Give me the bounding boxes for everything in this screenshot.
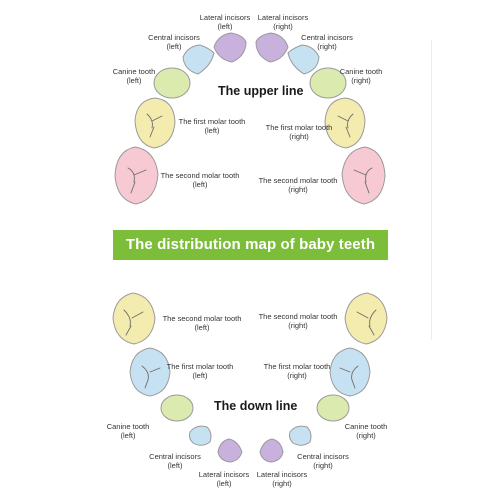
upper-central-incisor-right xyxy=(287,44,320,75)
upper-canine-left xyxy=(153,67,191,99)
lower-lateral-incisor-right xyxy=(259,438,284,463)
upper-second-molar-left xyxy=(114,146,159,205)
upper-central-right-label: Central incisors(right) xyxy=(301,33,353,51)
lower-first-molar-left-label: The first molar tooth(left) xyxy=(166,362,234,380)
upper-central-incisor-left xyxy=(182,44,215,75)
lower-first-molar-right-label: The first molar tooth(right) xyxy=(263,362,331,380)
lower-central-left-label: Central incisors(left) xyxy=(149,452,201,470)
lower-teeth-group xyxy=(112,292,388,463)
lower-lateral-incisor-left xyxy=(217,438,243,463)
upper-canine-right xyxy=(309,67,347,99)
lower-canine-right xyxy=(316,394,350,422)
lower-second-molar-left-label: The second molar tooth(left) xyxy=(162,314,242,332)
lower-lateral-right-label: Lateral incisors(right) xyxy=(256,470,308,488)
lower-central-incisor-right xyxy=(288,425,312,446)
lower-second-molar-right xyxy=(344,292,388,345)
upper-lateral-left-label: Lateral incisors(left) xyxy=(199,13,251,31)
upper-first-molar-left-label: The first molar tooth(left) xyxy=(178,117,246,135)
upper-lateral-right-label: Lateral incisors(right) xyxy=(257,13,309,31)
upper-lateral-incisor-right xyxy=(255,32,289,63)
divider-line xyxy=(431,40,432,340)
upper-molar-grooves xyxy=(127,113,373,194)
upper-teeth-group xyxy=(114,32,386,205)
upper-central-left-label: Central incisors(left) xyxy=(148,33,200,51)
lower-canine-right-label: Canine tooth(right) xyxy=(344,422,388,440)
lower-central-right-label: Central incisors(right) xyxy=(297,452,349,470)
lower-canine-left-label: Canine tooth(left) xyxy=(106,422,150,440)
lower-second-molar-left xyxy=(112,292,156,345)
lower-central-incisor-left xyxy=(188,425,212,446)
lower-lateral-left-label: Lateral incisors(left) xyxy=(198,470,250,488)
upper-second-molar-right-label: The second molar tooth(right) xyxy=(258,176,338,194)
upper-first-molar-left xyxy=(134,97,176,149)
upper-canine-right-label: Canine tooth(right) xyxy=(339,67,383,85)
upper-canine-left-label: Canine tooth(left) xyxy=(112,67,156,85)
upper-first-molar-right xyxy=(324,97,366,149)
upper-first-molar-right-label: The first molar tooth(right) xyxy=(265,123,333,141)
upper-second-molar-right xyxy=(341,146,386,205)
lower-canine-left xyxy=(160,394,194,422)
upper-line-heading: The upper line xyxy=(218,84,304,98)
upper-lateral-incisor-left xyxy=(213,32,247,63)
down-line-heading: The down line xyxy=(214,399,298,413)
diagram-title-banner: The distribution map of baby teeth xyxy=(113,230,388,260)
upper-second-molar-left-label: The second molar tooth(left) xyxy=(160,171,240,189)
lower-second-molar-right-label: The second molar tooth(right) xyxy=(258,312,338,330)
lower-molar-grooves xyxy=(123,309,377,389)
